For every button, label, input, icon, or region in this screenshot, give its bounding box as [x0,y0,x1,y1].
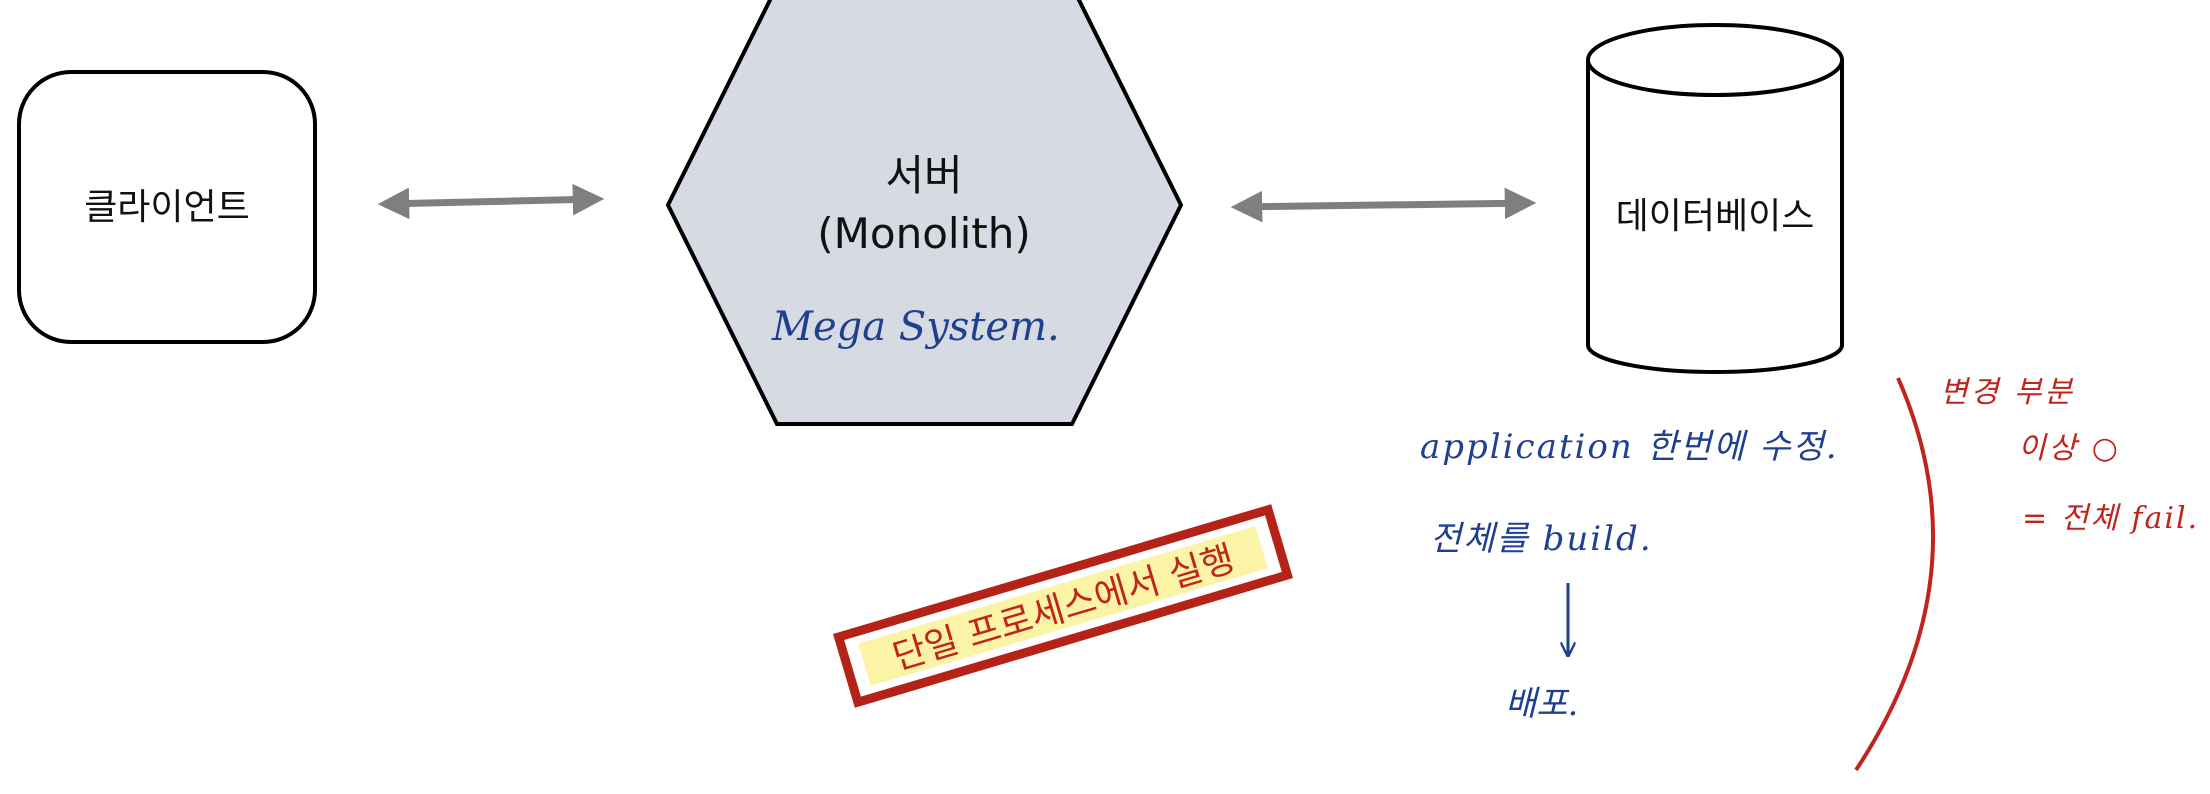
database-cylinder-body [1586,60,1844,374]
server-database-arrow [1230,187,1537,223]
server-sublabel: (Monolith) [817,209,1030,258]
deploy-notes: application 한번에 수정. 전체를 build. 배포. [1420,427,1839,724]
note-full-build: 전체를 build. [1430,519,1653,559]
client-box [17,70,317,344]
database-node: 데이터베이스 [1586,23,1844,374]
server-label: 서버 [885,151,962,200]
red-bracket-curve [1854,377,1935,772]
failure-notes: 변경 부분 이상 ○ = 전체 fail. [1854,375,2199,772]
note-application-change: application 한번에 수정. [1420,427,1839,467]
side-note-total-fail: = 전체 fail. [2022,501,2199,536]
server-node: 서버 (Monolith) Mega System. [665,0,1184,426]
server-handwritten-note: Mega System. [771,304,1060,350]
side-note-change-part: 변경 부분 [1940,375,2075,410]
database-cylinder-top [1586,23,1844,97]
stamp-highlight [858,526,1268,686]
single-process-stamp: 단일 프로세스에서 실행 [832,504,1294,708]
client-server-arrow [377,183,605,220]
side-note-error: 이상 ○ [2018,431,2121,466]
server-hexagon [665,0,1184,426]
database-label: 데이터베이스 [1616,196,1815,237]
client-node: 클라이언트 [17,70,317,344]
client-label: 클라이언트 [84,187,250,228]
note-deploy: 배포. [1505,684,1578,724]
